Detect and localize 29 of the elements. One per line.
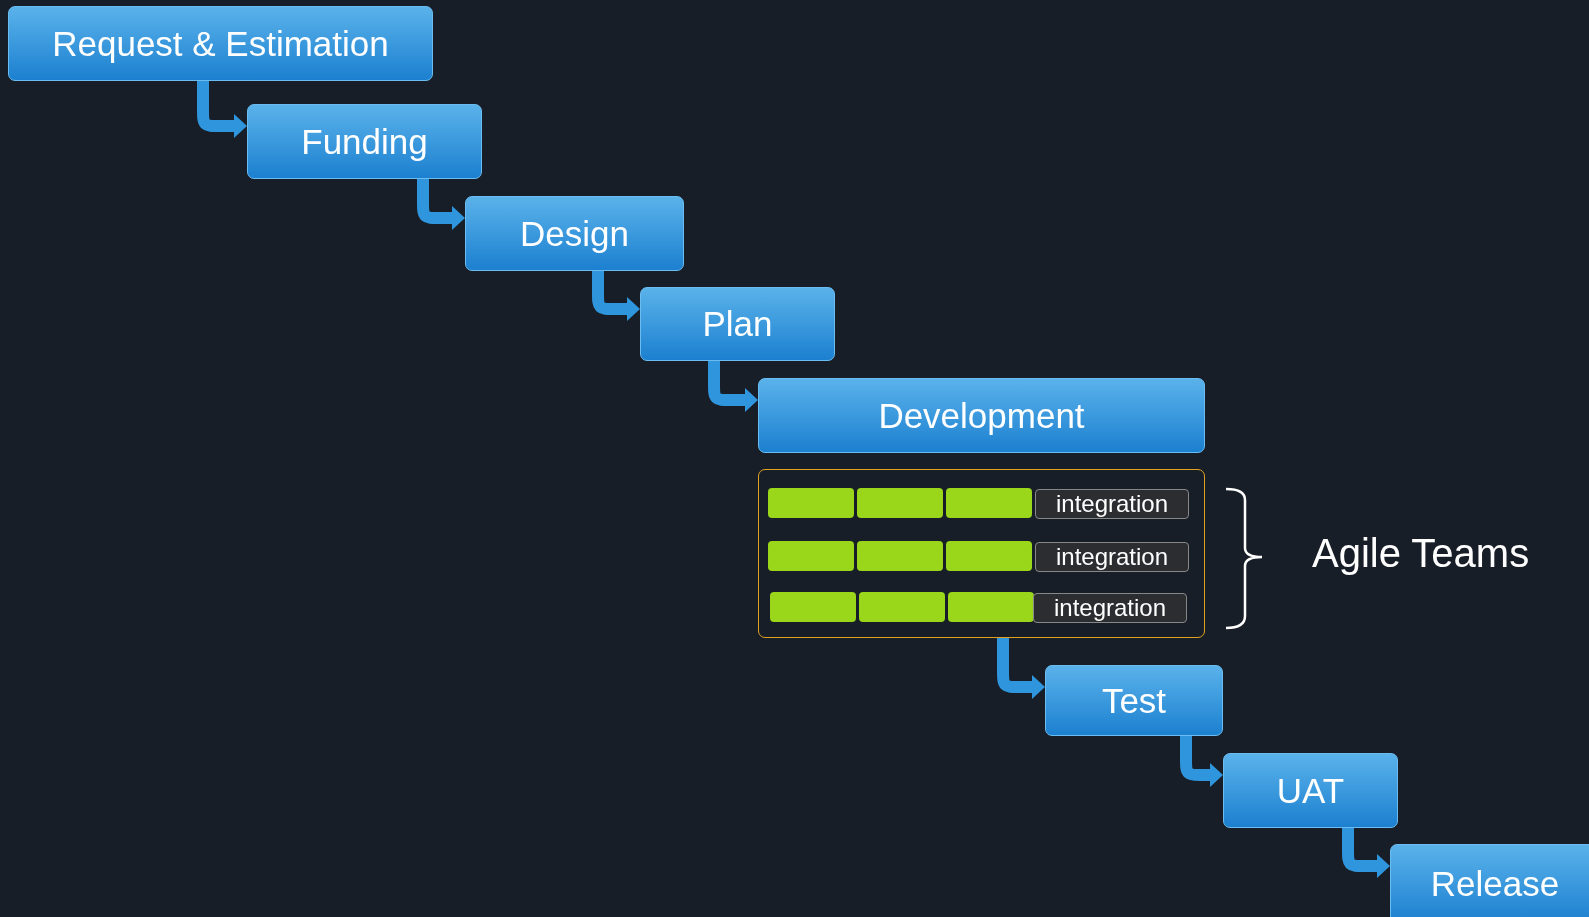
phase-label: Test (1101, 680, 1167, 721)
phase-box (1390, 844, 1589, 917)
arrow (708, 359, 758, 412)
phase-label: Plan (702, 304, 773, 344)
phase-label: Request & Estimation (52, 23, 389, 64)
arrow (417, 177, 465, 230)
phase-box (465, 196, 684, 271)
group-label: Agile Teams (1312, 531, 1530, 576)
arrow (1342, 826, 1390, 878)
phase-label: UAT (1276, 770, 1345, 811)
agile-teams-frame (758, 469, 1205, 638)
phase-label: Design (520, 213, 629, 254)
integration-box (1035, 542, 1189, 572)
phase-box (758, 378, 1205, 453)
integration-label: integration (1055, 490, 1169, 518)
phase-box (1045, 665, 1223, 736)
arrow (1180, 734, 1223, 787)
phase-box (1223, 753, 1398, 828)
integration-label: integration (1055, 543, 1169, 571)
phase-label: Release (1430, 864, 1560, 904)
phase-label: Development (878, 395, 1085, 436)
arrow (592, 269, 640, 321)
integration-label: integration (1053, 594, 1167, 622)
integration-box (1033, 593, 1187, 623)
phase-box (8, 6, 433, 81)
phase-label: Funding (301, 121, 428, 162)
integration-box (1035, 489, 1189, 519)
phase-box (640, 287, 835, 361)
phase-box (247, 104, 482, 179)
